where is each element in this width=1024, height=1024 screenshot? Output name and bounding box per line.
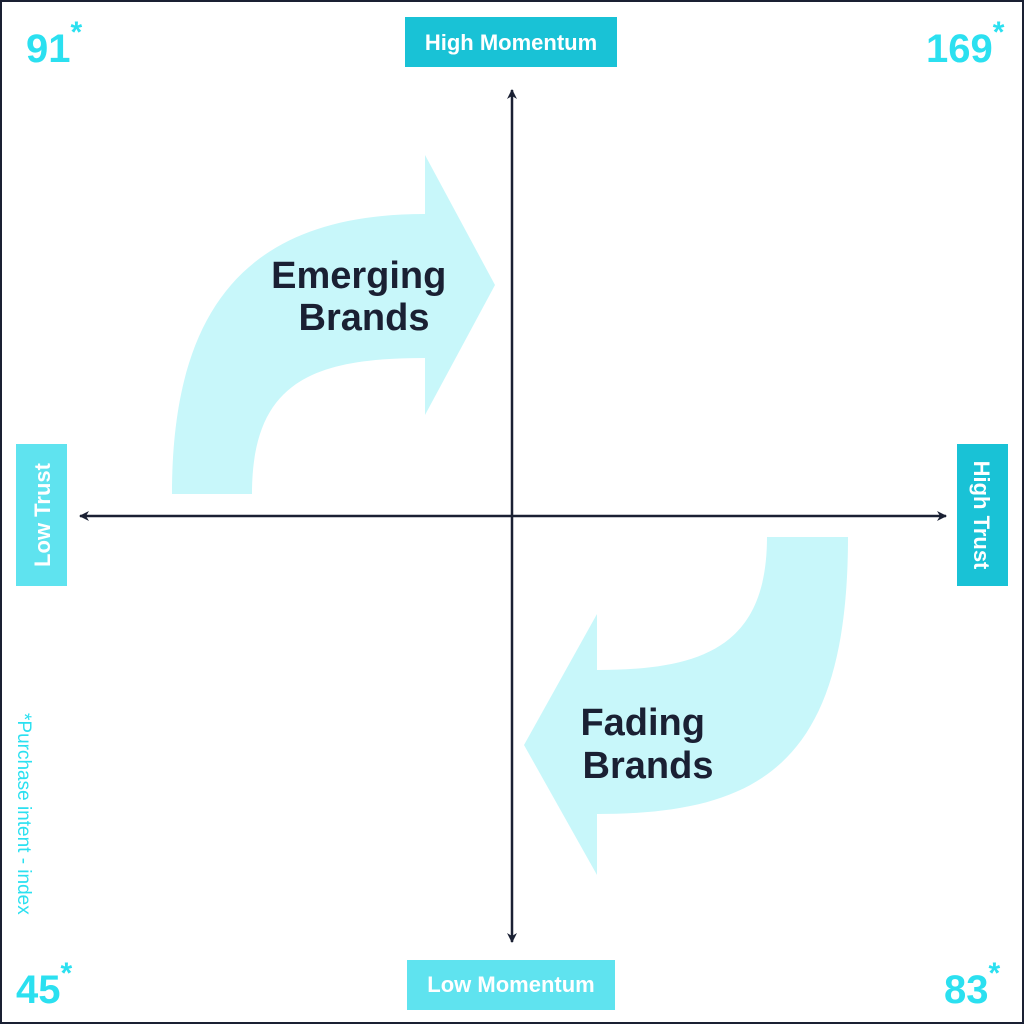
- high-trust-label: High Trust: [969, 461, 994, 570]
- low-momentum-label: Low Momentum: [427, 972, 594, 997]
- fading-brands-label: Fading Brands: [580, 702, 715, 787]
- low-trust-label-box: [16, 444, 67, 586]
- low-trust-label: Low Trust: [30, 462, 55, 567]
- high-momentum-label-box: [405, 17, 617, 67]
- index-bottom-right: 83*: [944, 957, 1001, 1012]
- index-bottom-left: 45*: [16, 957, 73, 1012]
- high-momentum-label: High Momentum: [425, 30, 597, 55]
- low-momentum-label-box: [407, 960, 615, 1010]
- fading-brands-arrow: [524, 537, 848, 875]
- high-trust-label-box: [957, 444, 1008, 586]
- emerging-brands-arrow: [172, 155, 495, 494]
- index-top-right: 169*: [926, 16, 1005, 71]
- index-top-left: 91*: [26, 16, 83, 71]
- purchase-intent-footnote: *Purchase intent - index: [13, 713, 34, 915]
- emerging-brands-label: Emerging Brands: [271, 255, 457, 339]
